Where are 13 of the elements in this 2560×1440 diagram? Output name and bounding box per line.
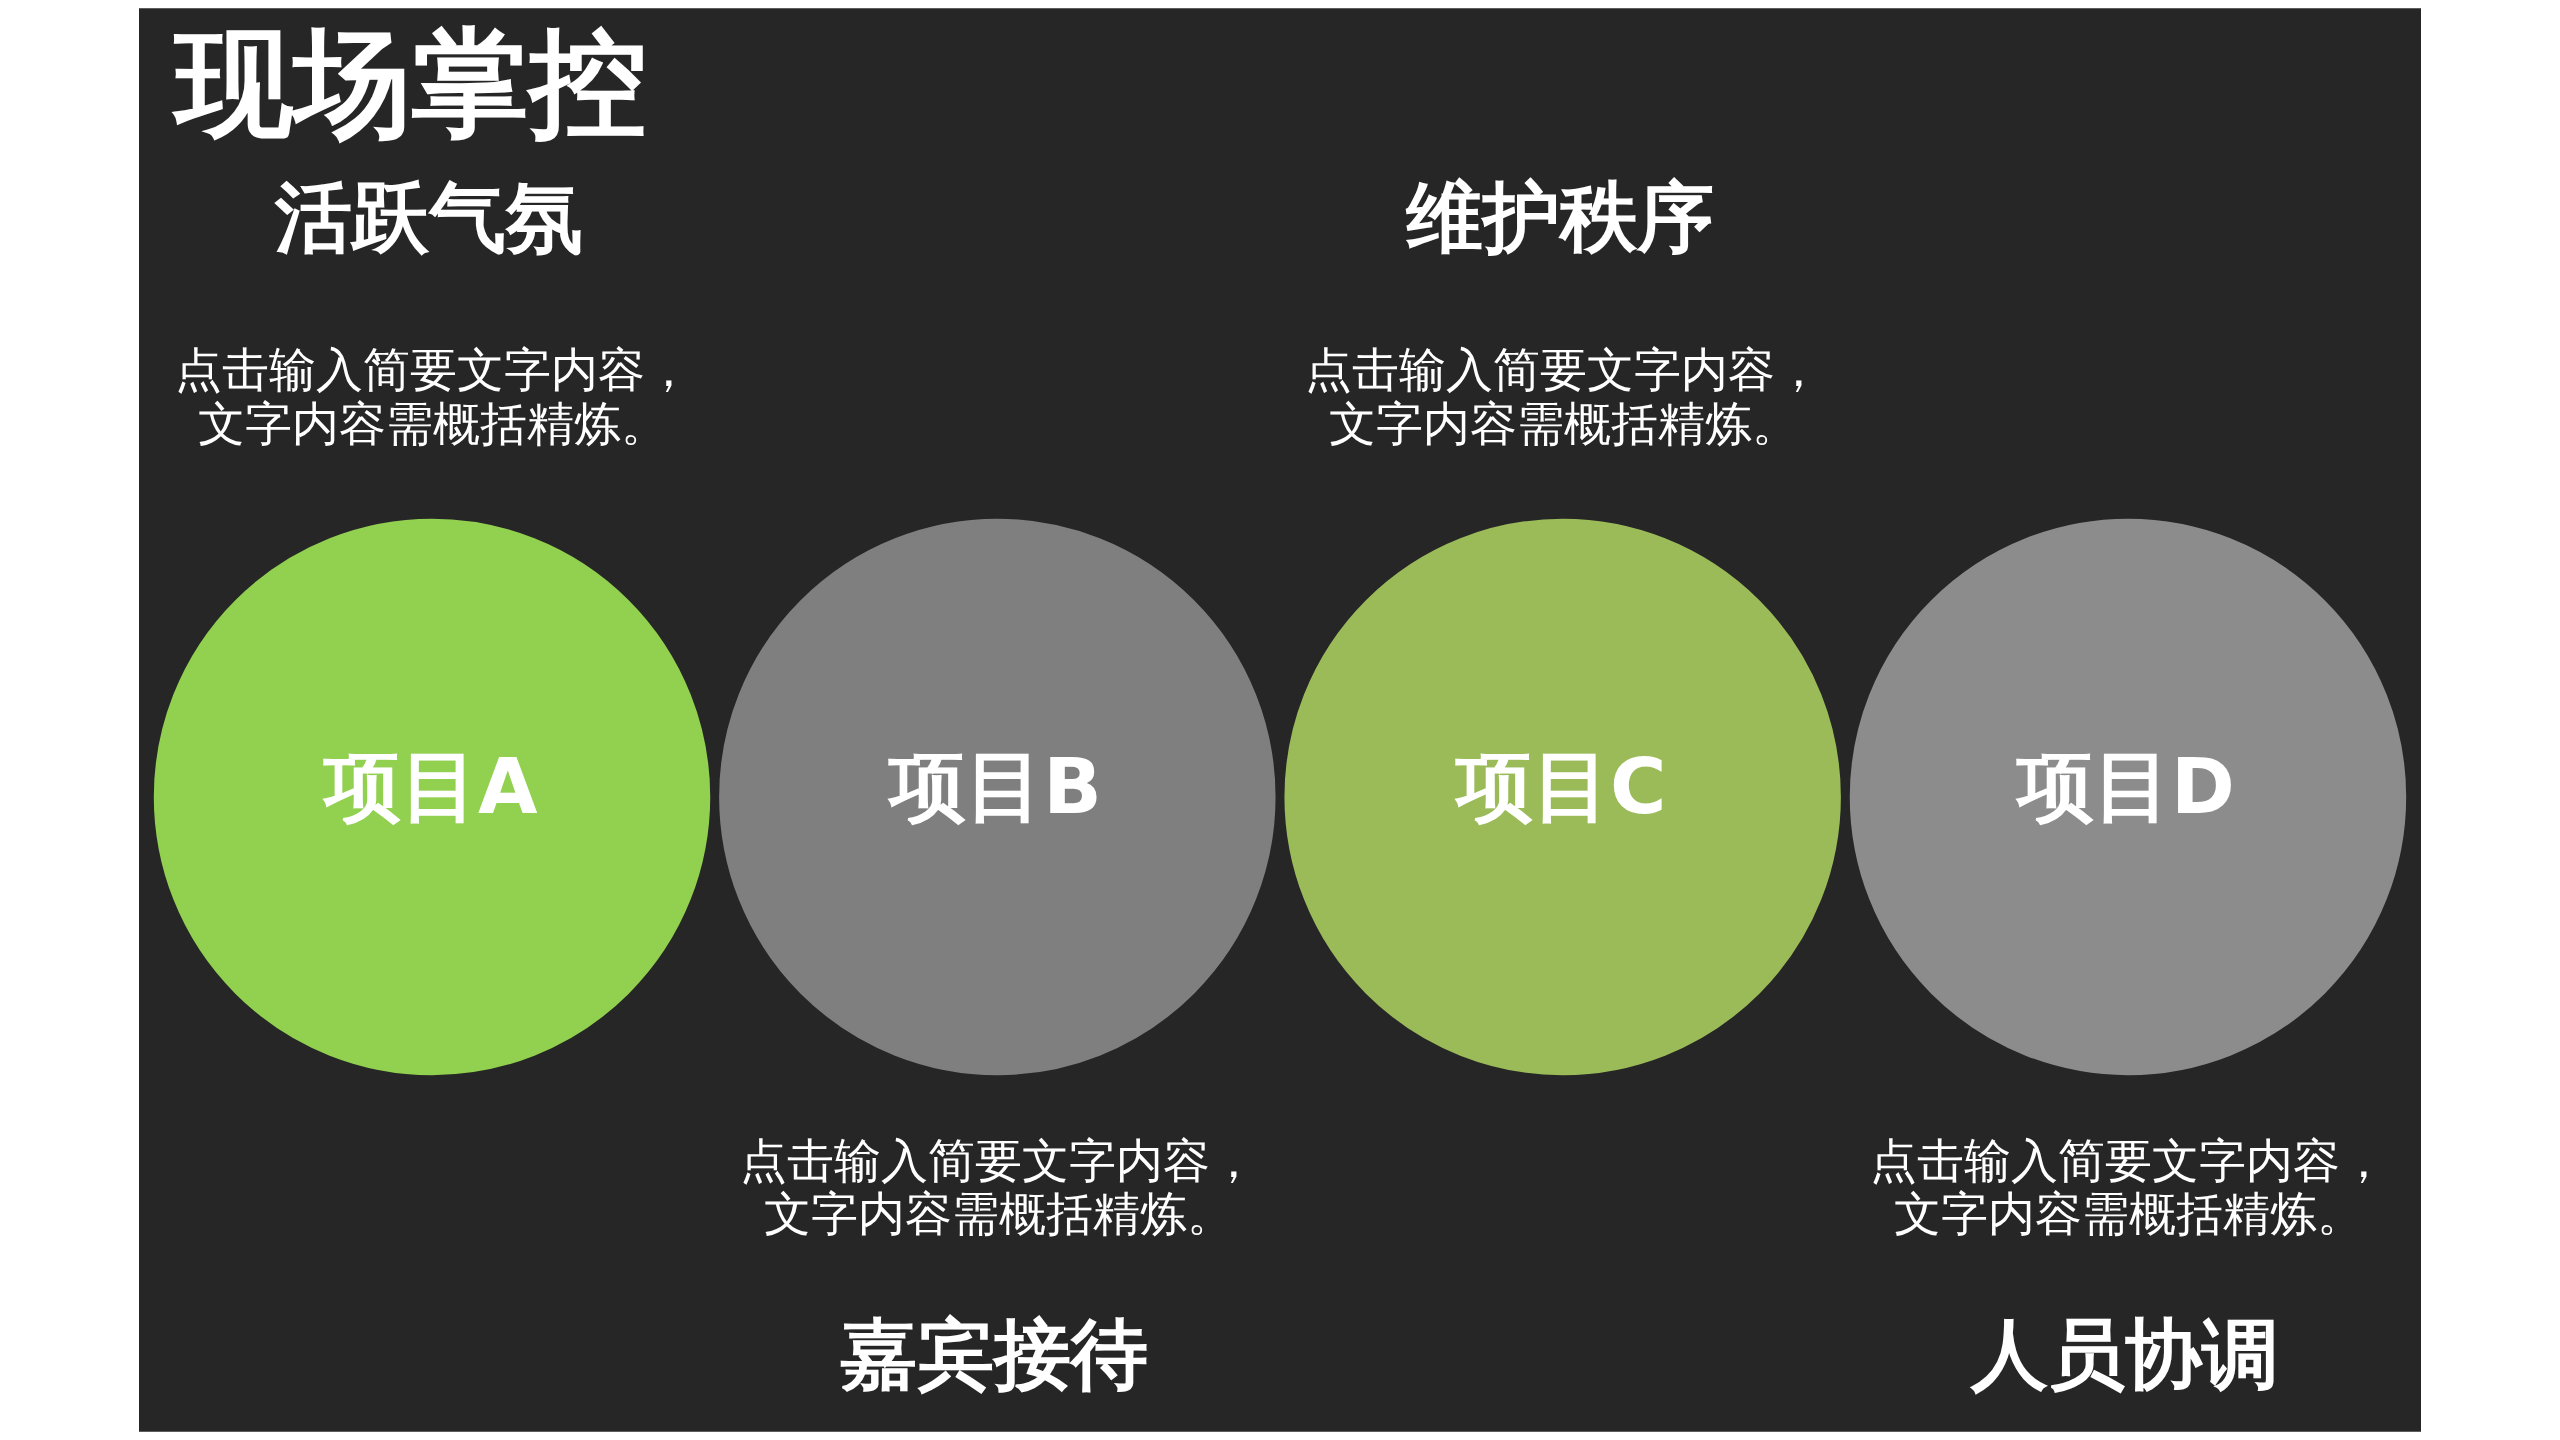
node-circle: 项目D (1849, 518, 2407, 1076)
label: 嘉宾接待 (840, 1309, 1149, 1399)
node-circle: 项目B (719, 518, 1276, 1076)
label: 点击输入简要文字内容，文字内容需概括精炼。 (1305, 342, 1823, 451)
label: 维护秩序 (1405, 173, 1714, 263)
node-circle: 项目A (153, 518, 711, 1076)
label: 点击输入简要文字内容，文字内容需概括精炼。 (739, 1132, 1257, 1241)
label: 活跃气氛 (275, 173, 584, 263)
label: 点击输入简要文字内容，文字内容需概括精炼。 (1870, 1132, 2388, 1241)
diagram-title: 现场掌控 (174, 13, 647, 152)
label: 人员协调 (1971, 1309, 2280, 1399)
label: 点击输入简要文字内容，文字内容需概括精炼。 (174, 342, 692, 451)
node-circle: 项目C (1284, 518, 1841, 1076)
